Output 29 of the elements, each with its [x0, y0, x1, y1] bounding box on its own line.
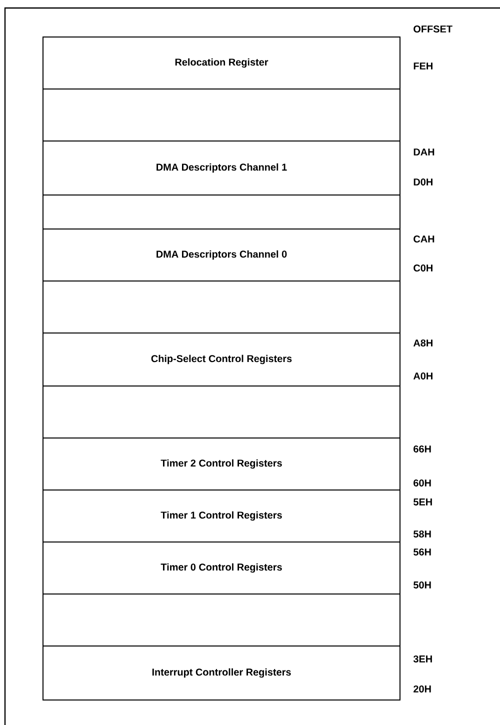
offset-label: DAH	[414, 148, 434, 156]
offset-label: C0H	[414, 264, 432, 272]
register-block: Timer 0 Control Registers	[42, 542, 400, 594]
column-heading: OFFSET	[414, 25, 452, 33]
register-block: DMA Descriptors Channel 1	[42, 140, 400, 196]
reserved-block	[42, 194, 400, 230]
offset-label: A0H	[413, 372, 432, 380]
reserved-block	[42, 594, 400, 646]
register-block: Timer 1 Control Registers	[42, 490, 400, 542]
offset-label: 3EH	[413, 655, 432, 663]
offset-label: 50H	[414, 581, 431, 589]
offset-label: 60H	[414, 479, 431, 487]
offset-label: FEH	[414, 62, 432, 70]
offset-label: 20H	[414, 685, 431, 693]
offset-label: 5EH	[414, 498, 432, 506]
offset-label: 58H	[414, 530, 431, 538]
offset-label: CAH	[414, 235, 434, 243]
offset-label: A8H	[413, 339, 432, 347]
reserved-block	[42, 88, 400, 142]
offset-label: D0H	[414, 178, 432, 186]
reserved-block	[42, 386, 400, 438]
reserved-block	[42, 280, 400, 334]
offset-label: 56H	[414, 548, 431, 556]
register-block: Timer 2 Control Registers	[42, 438, 400, 490]
offset-label: 66H	[414, 445, 431, 453]
register-block: Chip-Select Control Registers	[42, 332, 400, 386]
register-block: DMA Descriptors Channel 0	[42, 228, 400, 282]
register-block: Interrupt Controller Registers	[42, 646, 400, 700]
register-block: Relocation Register	[42, 36, 400, 90]
